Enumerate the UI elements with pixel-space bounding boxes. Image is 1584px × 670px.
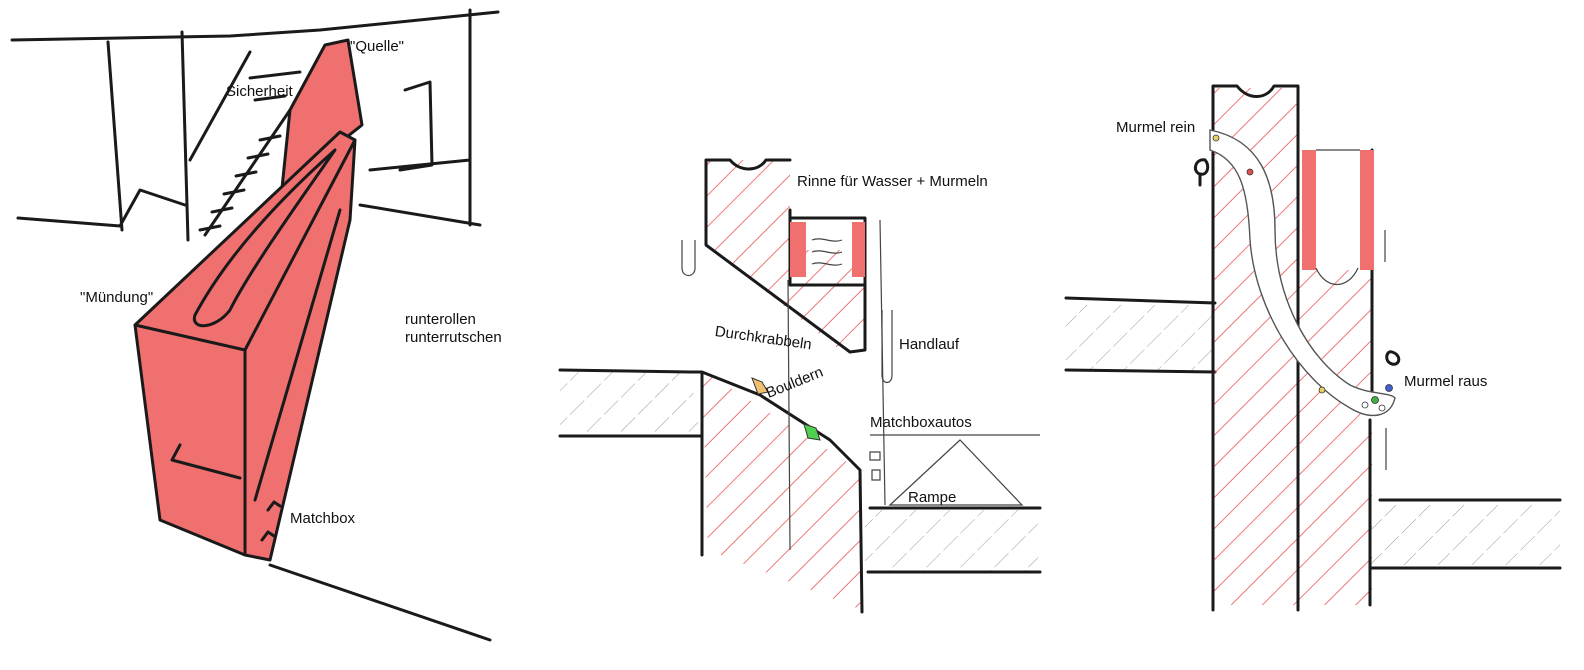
marble-tube [1209, 129, 1396, 417]
label-rampe: Rampe [908, 489, 957, 506]
stair-post [180, 30, 190, 242]
right-wall [1213, 88, 1298, 605]
floor-line [268, 563, 492, 642]
ceiling-line [10, 10, 500, 42]
marble-yellow-top [1212, 134, 1220, 142]
trough-outline [133, 130, 357, 562]
marble-blue [1385, 384, 1393, 392]
right-wall-outline [1211, 84, 1374, 612]
hook-bottom [1385, 350, 1401, 366]
ground-right-left [1066, 305, 1215, 370]
label-muendung: "Mündung" [80, 289, 154, 306]
label-matchbox: Matchbox [290, 510, 356, 527]
matchbox-marks [260, 500, 282, 542]
marble-red [1246, 168, 1254, 176]
label-matchboxautos: Matchboxautos [870, 414, 972, 431]
stair-steps [198, 70, 302, 232]
quelle-wall [282, 40, 362, 188]
trough-channel [253, 208, 342, 502]
marble-yellow [1318, 386, 1326, 394]
hold-orange [751, 377, 769, 395]
middle-wall-lower [702, 370, 862, 610]
label-handlauf: Handlauf [899, 336, 960, 353]
label-murmel-raus: Murmel raus [1404, 373, 1488, 390]
hook-top [1193, 158, 1210, 187]
right-wall-inner [1298, 270, 1372, 605]
middle-wall [706, 160, 865, 350]
wall-left-line [106, 40, 124, 232]
ground-right [865, 510, 1038, 572]
matchbox-car-icons [869, 451, 881, 481]
right-channel-red-l [1302, 150, 1316, 270]
trough-inner-groove [192, 148, 337, 328]
hold-green [803, 423, 821, 441]
section-right [1064, 84, 1562, 612]
stair-rail [188, 50, 252, 162]
middle-lower-outline [688, 370, 864, 614]
label-sicherheit: Sicherheit [226, 83, 293, 100]
label-rinne: Rinne für Wasser + Murmeln [797, 173, 988, 190]
ground-right-right [1370, 505, 1560, 565]
middle-rinne-red-r [852, 222, 865, 277]
rampe-triangle [888, 439, 1024, 506]
label-quelle: "Quelle" [350, 38, 405, 55]
ground-left [560, 372, 700, 435]
label-murmel-rein: Murmel rein [1116, 119, 1196, 136]
marble-green [1371, 396, 1379, 404]
trough-handrail [170, 443, 242, 480]
label-runterrollen: runterollen [405, 311, 476, 328]
right-channel-red-r [1360, 150, 1374, 270]
label-runterrutschen: runterrutschen [405, 329, 502, 346]
left-post [681, 240, 696, 277]
handlauf-post [881, 310, 893, 384]
middle-rinne-red-l [790, 222, 806, 277]
floor-left-line [16, 188, 187, 228]
section-middle [558, 158, 1042, 614]
trough-front [135, 325, 245, 555]
doorway-right [358, 8, 482, 227]
perspective-sketch [10, 8, 500, 642]
rinne-water [811, 238, 843, 266]
